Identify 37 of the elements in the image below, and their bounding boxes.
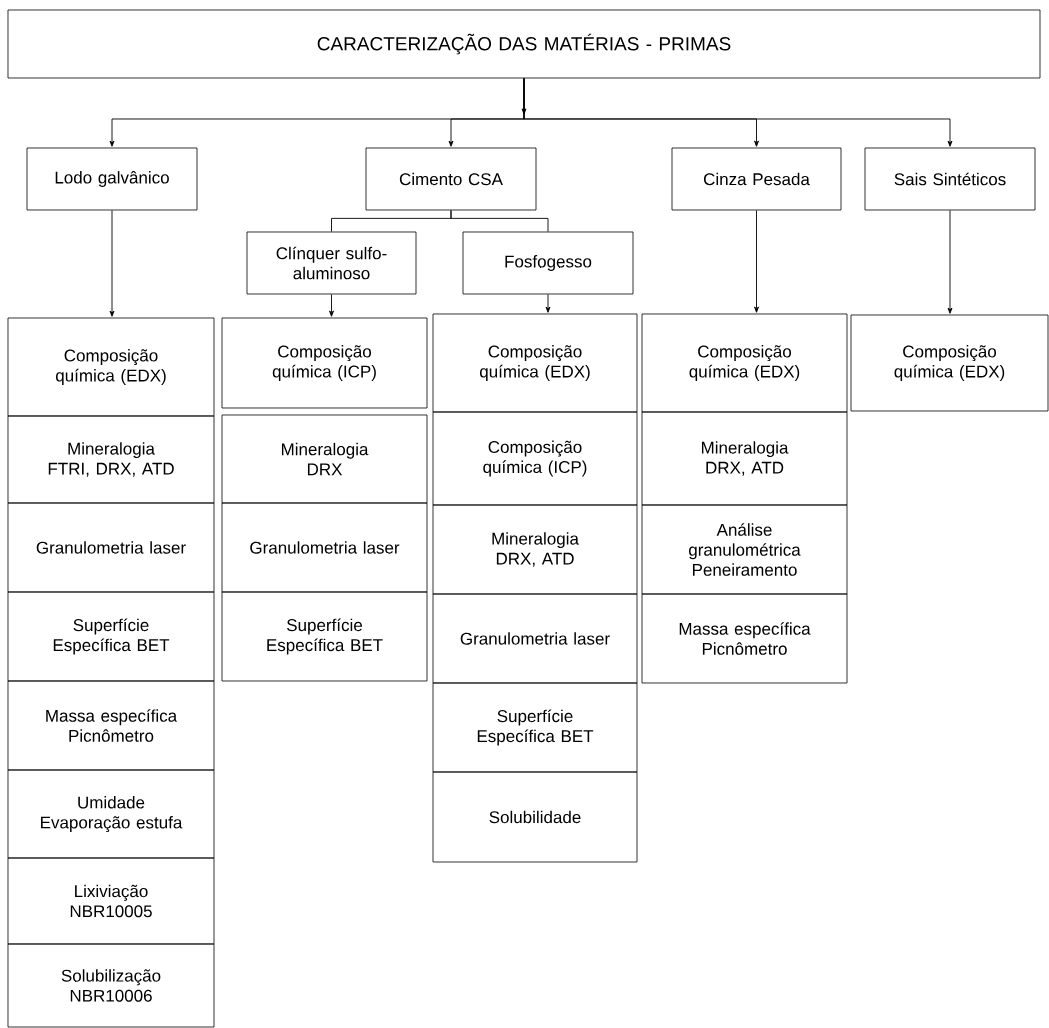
analysis-box: Granulometria laser [7,502,215,593]
analysis-box: Composição química (EDX) [850,314,1049,412]
analysis-box: Composição química (EDX) [7,317,215,417]
analysis-box: Composição química (EDX) [641,313,848,413]
analysis-box: Umidade Evaporação estufa [7,769,215,859]
arrow [947,209,953,314]
arrow [754,209,759,313]
arrow [109,209,115,317]
analysis-box: Granulometria laser [432,593,638,684]
material-box: Cinza Pesada [671,147,842,211]
arrow [329,293,334,317]
material-box: Sais Sintéticos [864,147,1036,211]
analysis-box: Massa específica Picnômetro [7,680,215,771]
analysis-box: Massa específica Picnômetro [641,593,848,684]
analysis-box: Mineralogia FTRI, DRX, ATD [7,415,215,504]
analysis-box: Mineralogia DRX, ATD [432,504,638,595]
analysis-box: Mineralogia DRX [221,414,428,504]
arrow [545,293,551,313]
arrow [521,77,527,115]
analysis-box: Superfície Específica BET [432,682,638,773]
analysis-box: Composição química (ICP) [221,317,428,409]
material-box: Lodo galvânico [26,147,198,211]
analysis-box: Solubilização NBR10006 [7,943,215,1028]
connector-line [450,209,549,233]
analysis-box: Composição química (EDX) [432,313,638,413]
analysis-box: Mineralogia DRX, ATD [641,411,848,506]
analysis-box: Análise granulométrica Peneiramento [641,504,848,595]
analysis-box: Solubilidade [432,771,638,863]
title-box: CARACTERIZAÇÃO DAS MATÉRIAS - PRIMAS [7,9,1041,79]
component-box: Fosfogesso [462,231,634,295]
analysis-box: Composição química (ICP) [432,411,638,506]
analysis-box: Superfície Específica BET [7,591,215,682]
material-box: Cimento CSA [365,147,537,211]
analysis-box: Lixiviação NBR10005 [7,857,215,945]
analysis-box: Granulometria laser [221,502,428,593]
analysis-box: Superfície Específica BET [221,591,428,682]
component-box: Clínquer sulfo-aluminoso [246,231,417,295]
